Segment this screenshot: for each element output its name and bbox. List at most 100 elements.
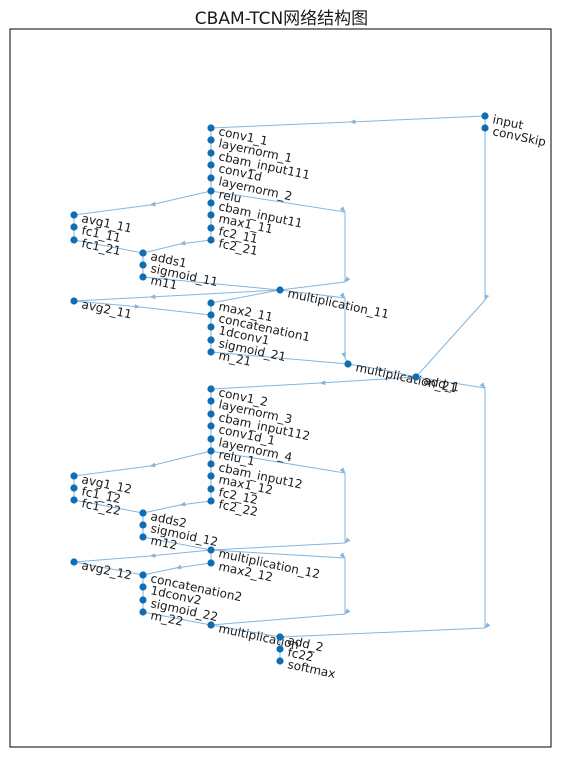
node-label: avg2_12 [80, 558, 133, 582]
node-multiplication: multiplication [207, 621, 300, 652]
node-dot [481, 124, 489, 132]
node-dot [70, 236, 78, 244]
node-dot [70, 472, 78, 480]
node-dot [207, 422, 215, 430]
node-label: multiplication_11 [286, 286, 390, 321]
node-dot [207, 299, 215, 307]
node-dot [207, 435, 215, 443]
node-label: fc22 [286, 645, 314, 664]
edge-fc1_22-to-adds2 [73, 499, 144, 514]
node-dot [70, 297, 78, 305]
node-m11: m11 [139, 273, 179, 293]
edge-m12-to-multiplication_12 [142, 536, 212, 551]
edge-multiplication_12-to-multiplication [210, 549, 351, 626]
edge-relu_1-to-avg1_12 [73, 450, 212, 477]
node-dot [207, 323, 215, 331]
node-label: m_21 [217, 348, 252, 369]
node-dot [70, 223, 78, 231]
node-dot [276, 645, 284, 653]
edge-convSkip-to-add_1 [415, 128, 490, 378]
edge-fc2_22-to-adds2 [142, 500, 212, 514]
node-label: m12 [149, 533, 178, 552]
figure-title: CBAM-TCN网络结构图 [194, 9, 369, 29]
node-dot [207, 621, 215, 629]
node-label: relu [217, 187, 242, 205]
node-dot [207, 460, 215, 468]
edge-m_22-to-multiplication [142, 611, 212, 626]
node-dot [207, 199, 215, 207]
node-dot [139, 583, 147, 591]
node-label: input [491, 112, 524, 132]
node-dot [276, 286, 284, 294]
node-dot [139, 521, 147, 529]
node-dot [207, 485, 215, 493]
node-dot [276, 657, 284, 665]
edge-m11-to-multiplication_11 [142, 276, 281, 291]
node-dot [207, 497, 215, 505]
node-dot [207, 149, 215, 157]
node-dot [481, 112, 489, 120]
node-dot [139, 596, 147, 604]
node-dot [207, 311, 215, 319]
node-dot [412, 373, 420, 381]
node-dot [344, 360, 352, 368]
edge-relu-to-multiplication_11 [210, 190, 351, 291]
node-dot [70, 211, 78, 219]
edge-fc1_21-to-adds1 [73, 239, 144, 254]
edge-multiplication_12-to-avg2_12 [73, 549, 212, 563]
node-dot [207, 124, 215, 132]
node-m_21: m_21 [207, 348, 253, 369]
node-relu: relu [207, 187, 243, 206]
edge-multiplication_11-to-avg2_11 [73, 289, 281, 302]
node-m12: m12 [139, 533, 179, 553]
node-dot [207, 546, 215, 554]
axes-box [9, 28, 552, 748]
node-dot [139, 273, 147, 281]
node-dot [139, 533, 147, 541]
edge-relu_1-to-multiplication_12 [210, 450, 351, 551]
node-dot [139, 571, 147, 579]
node-dot [70, 484, 78, 492]
node-dot [207, 397, 215, 405]
edge-max2_12-to-concatenation2 [142, 562, 212, 576]
node-dot [207, 348, 215, 356]
edge-add_1-to-conv1_2 [210, 376, 417, 390]
node-dot [207, 385, 215, 393]
edge-avg2_11-to-concatenation1 [73, 300, 212, 316]
node-dot [207, 161, 215, 169]
edge-multiplication-to-add_2 [210, 624, 281, 638]
node-dot [207, 174, 215, 182]
node-label: m11 [149, 273, 178, 292]
node-fc22: fc22 [276, 645, 315, 664]
node-softmax: softmax [276, 657, 337, 681]
edge-relu-to-avg1_11 [73, 190, 212, 216]
node-input: input [481, 112, 525, 132]
node-dot [207, 559, 215, 567]
edge-input-to-conv1_1 [210, 115, 486, 129]
node-dot [139, 509, 147, 517]
node-dot [276, 633, 284, 641]
edge-multiplication_11-to-max2_11 [210, 289, 281, 304]
node-dot [207, 136, 215, 144]
node-dot [207, 336, 215, 344]
node-label: m_22 [149, 608, 184, 629]
node-dot [207, 472, 215, 480]
node-m_22: m_22 [139, 608, 185, 629]
node-dot [70, 558, 78, 566]
node-label: avg2_11 [80, 297, 133, 321]
edge-m_21-to-multiplication_21 [210, 351, 349, 365]
node-dot [207, 447, 215, 455]
edge-multiplication_21-to-add_1 [347, 363, 417, 378]
node-dot [207, 224, 215, 232]
node-dot [139, 249, 147, 257]
node-dot [207, 236, 215, 244]
nodes-layer: inputconvSkipconv1_1layernorm_1cbam_inpu… [70, 112, 547, 681]
node-dot [207, 211, 215, 219]
node-dot [70, 496, 78, 504]
node-dot [207, 410, 215, 418]
node-dot [207, 187, 215, 195]
node-dot [139, 608, 147, 616]
node-convSkip: convSkip [481, 124, 547, 149]
edge-add_1-to-add_2 [279, 376, 491, 638]
